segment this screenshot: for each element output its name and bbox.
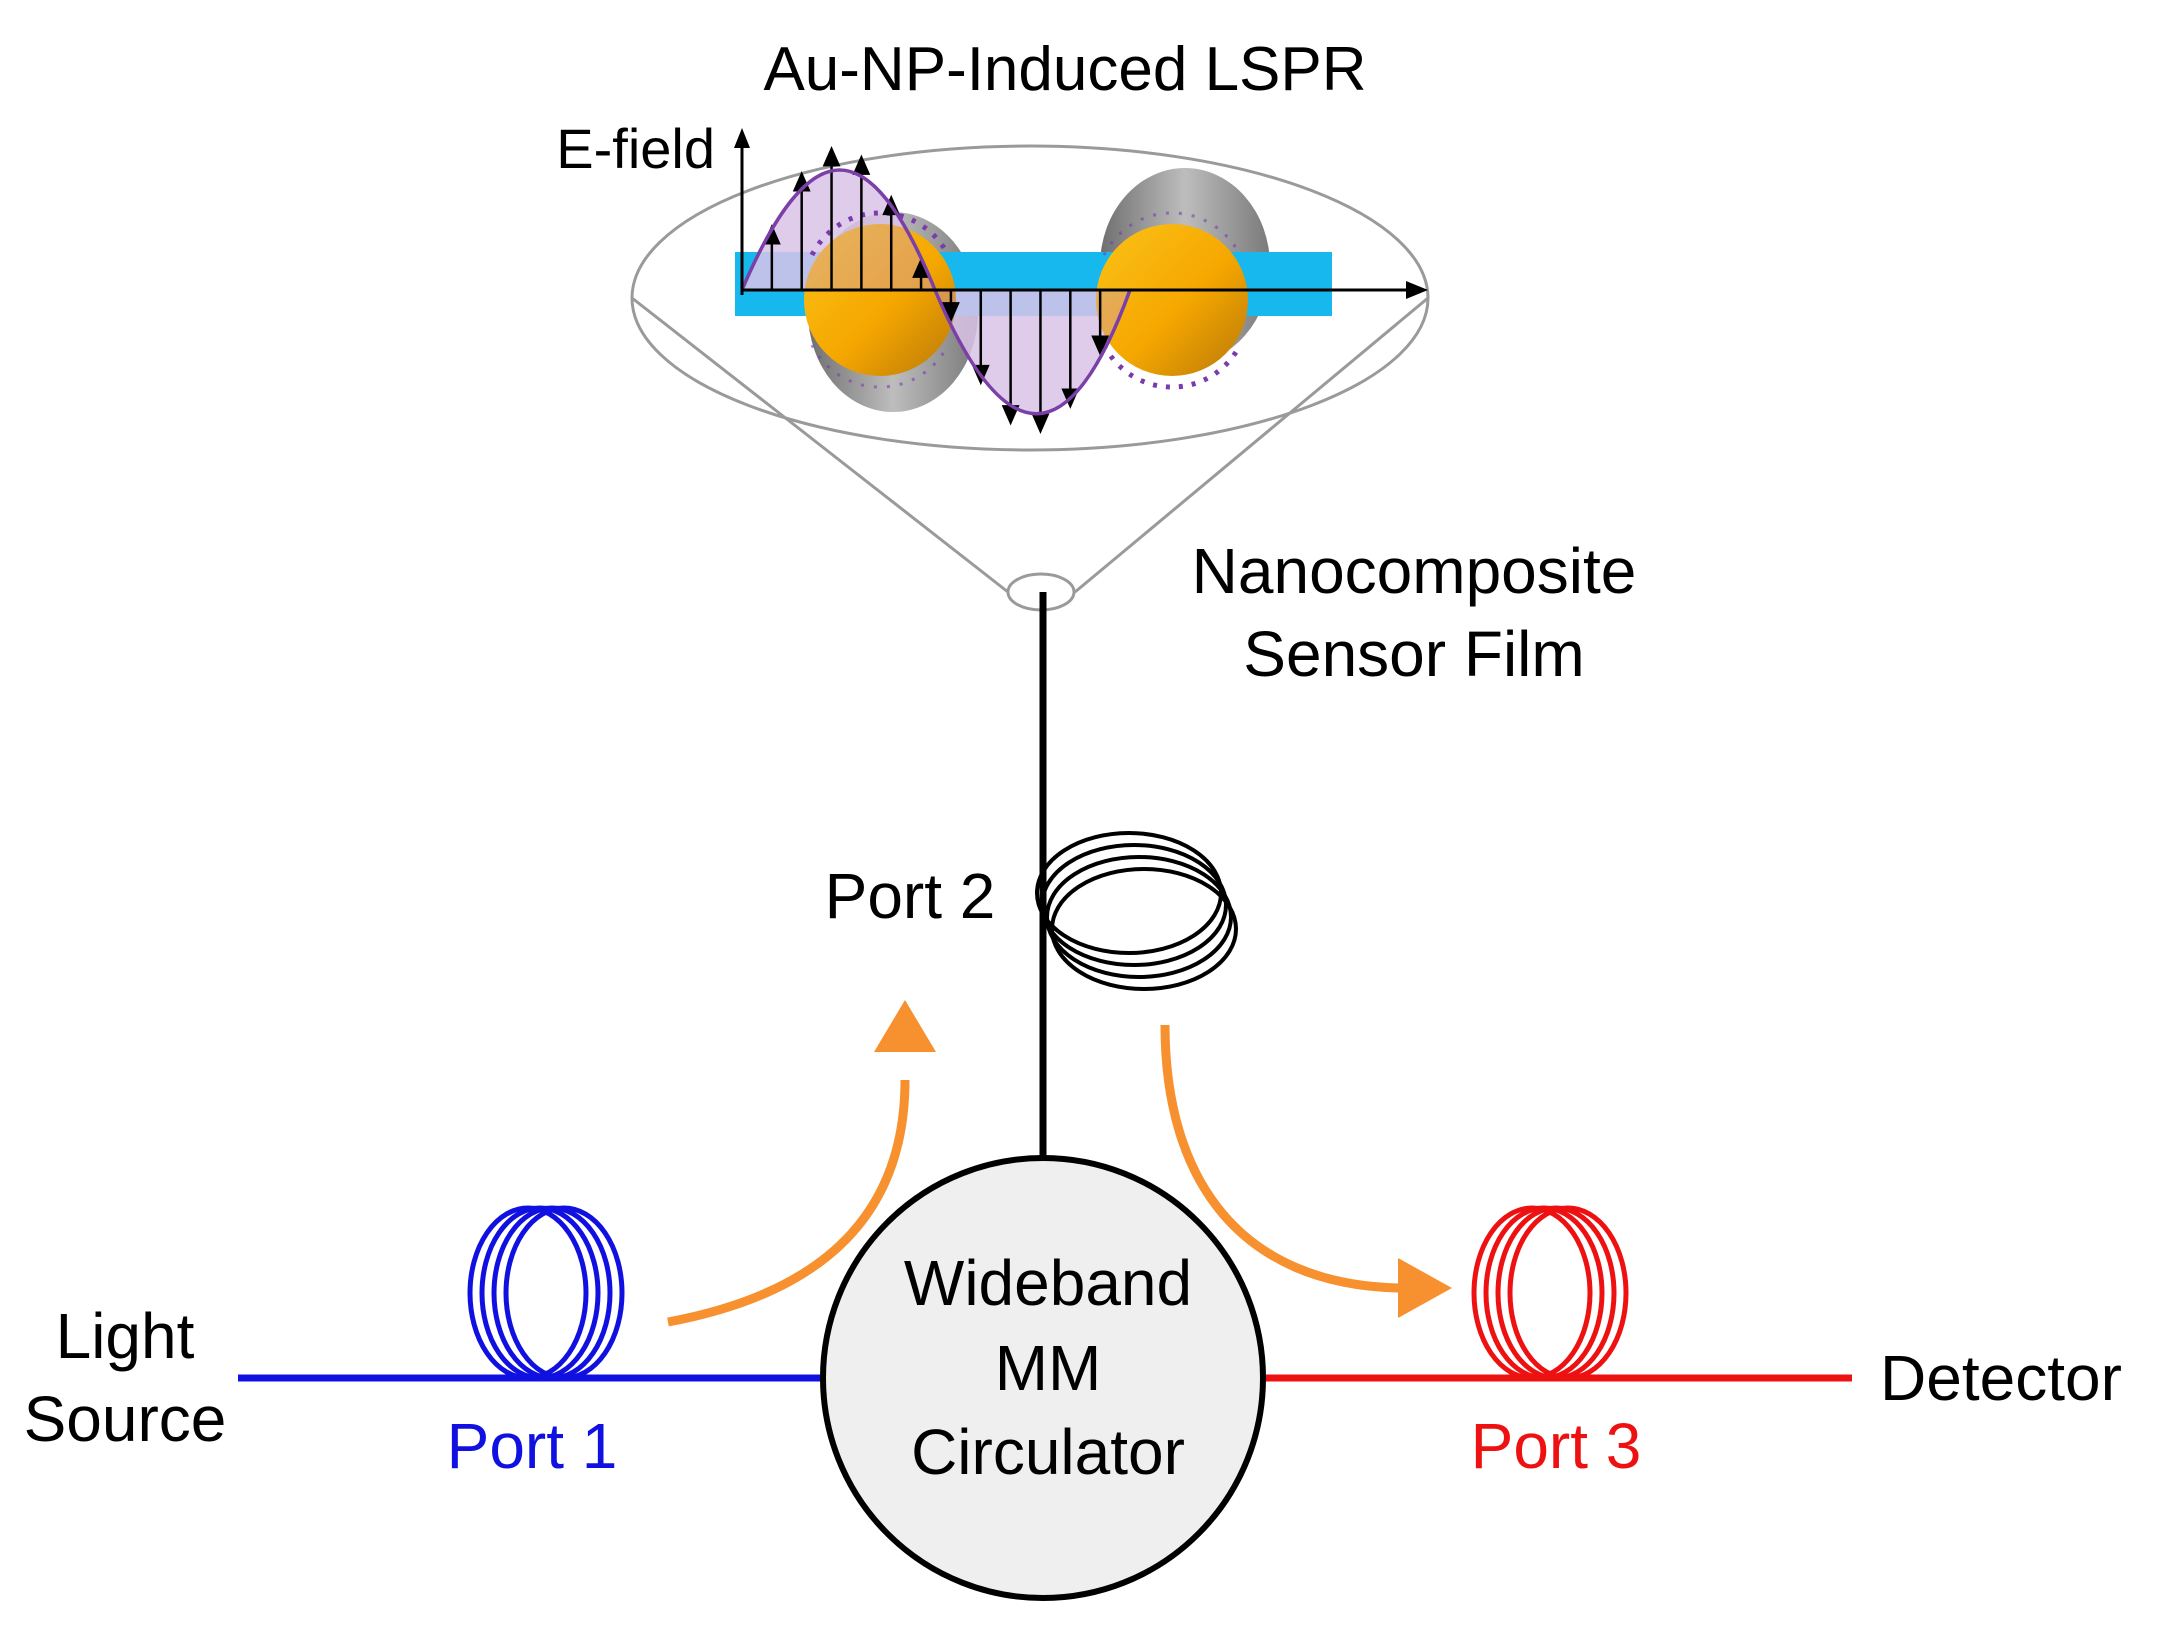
sensor-film-label-line1: Nanocomposite — [1192, 535, 1637, 607]
efield-label: E-field — [556, 117, 715, 180]
light-source-label-line1: Light — [56, 1300, 195, 1372]
nanoparticle-2 — [1096, 224, 1248, 376]
nanoparticle-1 — [804, 224, 956, 376]
port2-fiber-coil — [1035, 831, 1238, 991]
np1-charges-bottom — [810, 344, 950, 389]
zoom-cone-right — [1074, 296, 1429, 594]
port1-label: Port 1 — [447, 1410, 618, 1482]
zoom-callout — [630, 144, 1430, 612]
flow-arrow-port1-to-port2 — [667, 1079, 910, 1327]
port3-label: Port 3 — [1471, 1410, 1642, 1482]
np2-charges — [1101, 343, 1243, 390]
efield-axis-arrowhead — [734, 128, 750, 148]
propagation-axis-arrowhead — [1406, 281, 1428, 299]
lspr-illustration — [734, 128, 1428, 435]
circulator-label-line1: Wideband — [904, 1247, 1192, 1319]
flow-arrow-port1-to-port2-head — [874, 1000, 936, 1052]
flow-arrow-port2-to-port3-head — [1398, 1258, 1452, 1318]
port3-fiber-coil — [1471, 1205, 1629, 1381]
light-source-label-line2: Source — [24, 1383, 227, 1455]
field-arrow-head — [942, 302, 960, 323]
diagram-title: Au-NP-Induced LSPR — [763, 35, 1366, 104]
port1-fiber-coil — [467, 1205, 625, 1381]
circulator-label-line3: Circulator — [911, 1416, 1185, 1488]
np1-charges — [809, 210, 951, 257]
circulator-label-line2: MM — [995, 1332, 1102, 1404]
np2-charges-top — [1102, 211, 1242, 256]
sensor-film-label-line2: Sensor Film — [1243, 618, 1584, 690]
detector-label: Detector — [1880, 1342, 2122, 1414]
flow-arrow-port2-to-port3 — [1160, 1024, 1401, 1293]
field-arrow-head — [852, 154, 871, 175]
circulator — [820, 1155, 1266, 1601]
port2-label: Port 2 — [825, 860, 996, 932]
field-arrow-head — [1031, 413, 1050, 435]
zoom-cone-left — [631, 296, 1009, 594]
field-arrow-head — [1091, 335, 1110, 356]
field-arrow-head — [822, 145, 841, 167]
